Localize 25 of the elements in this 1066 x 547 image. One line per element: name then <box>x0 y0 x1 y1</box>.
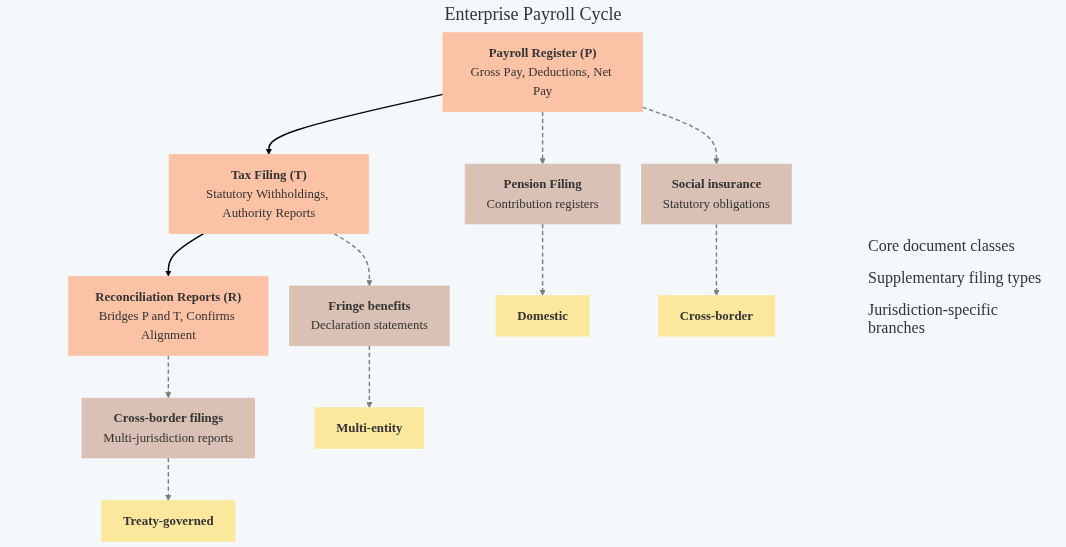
arrow <box>165 354 172 399</box>
node-box: Treaty-governed <box>101 500 236 542</box>
node-box: Payroll Register (P) Gross Pay, Deductions, Net Pay <box>442 32 643 113</box>
arrow <box>265 93 444 155</box>
arrow <box>165 232 205 277</box>
node-box: Cross-border <box>658 295 775 337</box>
arrow <box>641 106 720 165</box>
arrow <box>713 223 720 296</box>
arrow <box>333 232 373 287</box>
node-box: Reconciliation Reports (R) Bridges P and T, Confirms Alignment <box>68 275 269 356</box>
node-box: Social insurance Statutory obligations <box>641 163 792 225</box>
node-box: Fringe benefits Declaration statements <box>289 285 450 347</box>
node-box: Pension Filing Contribution registers <box>464 163 621 225</box>
node-box: Cross-border filings Multi-jurisdiction reports <box>81 397 256 459</box>
arrow <box>539 111 546 165</box>
arrow <box>539 223 546 296</box>
node-box: Multi-entity <box>314 407 425 449</box>
layer-label: Jurisdiction-specific branches <box>868 301 999 337</box>
node-box: Tax Filing (T) Statutory Withholdings, Authority Reports <box>168 154 369 234</box>
layer-label: Core document classes <box>868 237 1016 255</box>
arrow <box>165 457 172 501</box>
node-box: Domestic <box>495 295 590 337</box>
arrow <box>366 345 373 408</box>
layer-label: Supplementary filing types <box>868 269 1043 287</box>
diagram-title: Enterprise Payroll Cycle <box>444 4 622 25</box>
